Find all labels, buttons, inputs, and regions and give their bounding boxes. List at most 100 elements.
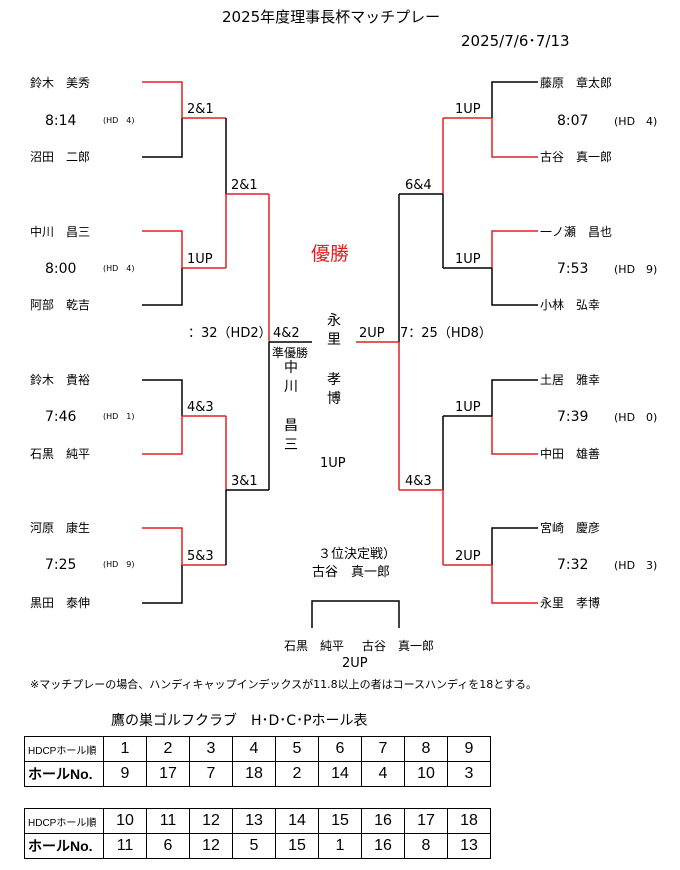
hdcp-table-back: HDCPホール順 10 11 12 13 14 15 16 17 18 ホールN… <box>24 808 491 859</box>
third-place-winner: 古谷 真一郎 <box>312 565 391 580</box>
table-row: HDCPホール順 1 2 3 4 5 6 7 8 9 <box>24 736 491 762</box>
final-score: 1UP <box>320 456 346 471</box>
table-cell: 10 <box>103 808 147 834</box>
champion-char: 孝 <box>327 372 341 388</box>
table-cell: 2 <box>275 761 319 787</box>
table-cell: 14 <box>318 761 362 787</box>
table-cell: 18 <box>447 808 491 834</box>
table-cell: 3 <box>447 761 491 787</box>
table-cell: 6 <box>318 736 362 762</box>
match-score: 2UP <box>455 549 481 564</box>
table-cell: 8 <box>404 833 448 859</box>
final-right-note: 7：25（HD8） <box>400 326 492 341</box>
tee-time: 8:07 <box>557 113 589 129</box>
left-qf4-p1-line <box>142 527 183 565</box>
table-cell: 8 <box>404 736 448 762</box>
handicap: (HD 9) <box>614 263 658 276</box>
final-left-note: ：32（HD2） <box>188 326 272 341</box>
table-cell: 1 <box>318 833 362 859</box>
third-place-bracket <box>311 600 400 628</box>
player-name: 鈴木 貴裕 <box>30 373 91 387</box>
player-name: 石黒 純平 <box>30 447 91 461</box>
handicap-note: ※マッチプレーの場合、ハンディキャップインデックスが11.8以上の者はコースハン… <box>30 678 537 691</box>
right-qf4-p1-line <box>491 527 538 565</box>
table-row: ホールNo. 9 17 7 18 2 14 4 10 3 <box>24 761 491 787</box>
table-cell: 2 <box>146 736 190 762</box>
table-cell: 5 <box>275 736 319 762</box>
right-qf4-p2-line <box>491 565 538 604</box>
match-score: 4&3 <box>405 474 432 489</box>
player-name: 一ノ瀬 昌也 <box>540 225 613 239</box>
tee-time: 7:46 <box>45 409 77 425</box>
handicap: (HD 9) <box>103 560 135 569</box>
third-place-label: ３位決定戦） <box>318 547 397 562</box>
match-score: 6&4 <box>405 178 432 193</box>
winner-label: 優勝 <box>311 243 350 265</box>
left-qf1-p2-line <box>142 118 183 158</box>
table-cell: 9 <box>103 761 147 787</box>
table-cell: 7 <box>361 736 405 762</box>
match-score: 1UP <box>455 252 481 267</box>
third-place-score: 2UP <box>342 656 368 671</box>
champion-char: 永 <box>327 313 341 329</box>
left-qf3-p1-line <box>142 379 183 416</box>
match-score: 1UP <box>455 102 481 117</box>
champion-char: 博 <box>327 391 341 407</box>
player-name: 河原 康生 <box>30 521 91 535</box>
player-name: 鈴木 美秀 <box>30 76 91 90</box>
table-cell: 12 <box>189 808 233 834</box>
table-cell: 5 <box>232 833 276 859</box>
match-score: 5&3 <box>187 549 214 564</box>
player-name: 藤原 章太郎 <box>540 76 613 90</box>
handicap: (HD 1) <box>103 412 135 421</box>
table-cell: 16 <box>361 808 405 834</box>
table-cell: 15 <box>318 808 362 834</box>
table-cell: 11 <box>103 833 147 859</box>
runner-up-char: 中 <box>284 360 298 376</box>
table-cell: 16 <box>361 833 405 859</box>
player-name: 土居 雅幸 <box>540 373 601 387</box>
tee-time: 7:32 <box>557 557 589 573</box>
hdcp-table-front: HDCPホール順 1 2 3 4 5 6 7 8 9 ホールNo. 9 17 7… <box>24 736 491 787</box>
table-cell: 13 <box>447 833 491 859</box>
right-qf3-p2-line <box>491 416 538 455</box>
tee-time: 8:00 <box>45 261 77 277</box>
runner-up-label: 準優勝 <box>272 346 309 360</box>
match-score: 1UP <box>455 400 481 415</box>
table-cell: 10 <box>404 761 448 787</box>
player-name: 黒田 泰伸 <box>30 596 91 610</box>
handicap: (HD 4) <box>103 264 135 273</box>
player-name: 中川 昌三 <box>30 225 91 239</box>
match-score: 3&1 <box>231 474 258 489</box>
table-cell: 1 <box>103 736 147 762</box>
table-cell: 14 <box>275 808 319 834</box>
hdcp-table-title: 鷹の巣ゴルフクラブ H･D･C･Pホール表 <box>111 713 368 729</box>
table-cell: 17 <box>404 808 448 834</box>
player-name: 沼田 二郎 <box>30 150 91 164</box>
handicap: (HD 4) <box>614 115 658 128</box>
match-score: 4&2 <box>273 326 300 341</box>
table-cell: 12 <box>189 833 233 859</box>
match-score: 2&1 <box>231 178 258 193</box>
left-qf3-p2-line <box>142 416 183 455</box>
table-cell: 6 <box>146 833 190 859</box>
match-score: 4&3 <box>187 400 214 415</box>
player-name: 永里 孝博 <box>540 596 601 610</box>
player-name: 中田 雄善 <box>540 447 601 461</box>
table-cell: 7 <box>189 761 233 787</box>
row-label: HDCPホール順 <box>24 808 104 834</box>
row-label: ホールNo. <box>24 761 104 787</box>
player-name: 阿部 乾吉 <box>30 298 91 312</box>
table-cell: 17 <box>146 761 190 787</box>
right-qf2-p1-line <box>491 230 538 268</box>
third-place-player: 古谷 真一郎 <box>362 639 435 653</box>
handicap: (HD 3) <box>614 559 658 572</box>
runner-up-char: 三 <box>284 437 298 453</box>
player-name: 小林 弘幸 <box>540 298 601 312</box>
third-place-player: 石黒 純平 <box>284 639 345 653</box>
tournament-dates: 2025/7/6･7/13 <box>461 32 570 50</box>
match-score: 2&1 <box>187 102 214 117</box>
player-name: 古谷 真一郎 <box>540 150 613 164</box>
tee-time: 7:39 <box>557 409 589 425</box>
